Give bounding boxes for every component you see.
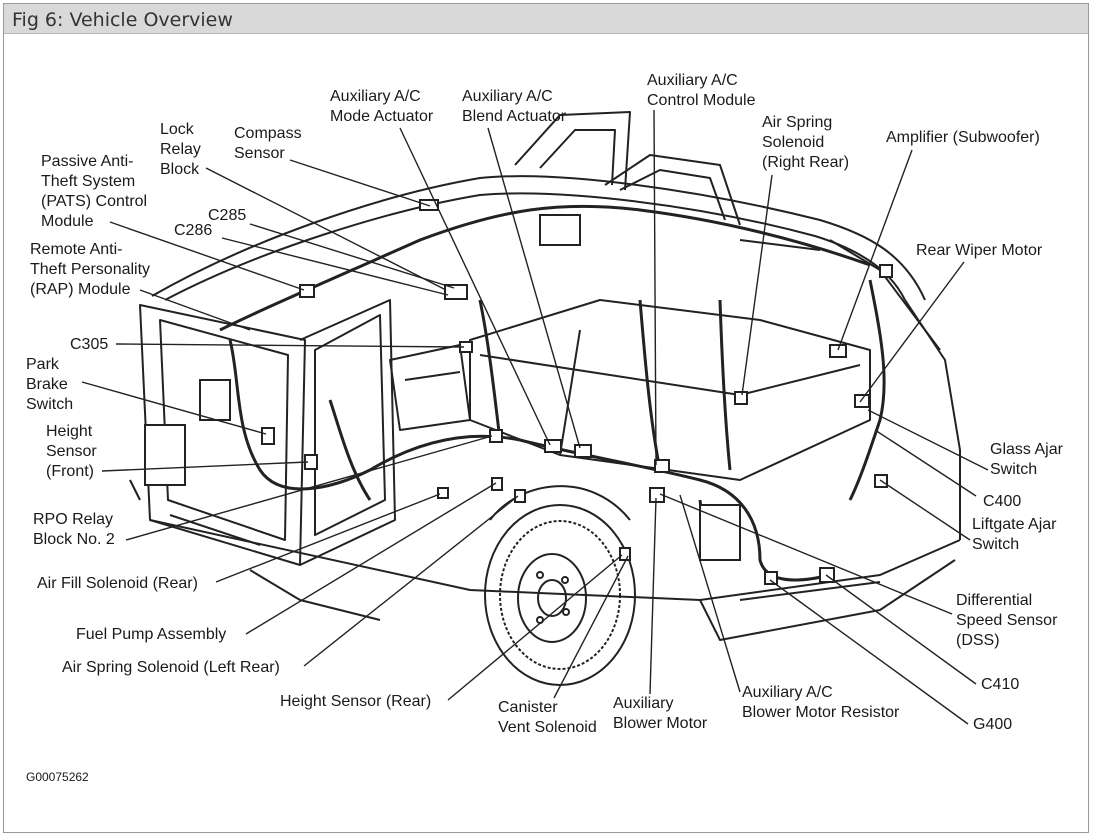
label-canister-vent-solenoid: Canister Vent Solenoid [498, 699, 597, 736]
label-c286: C286 [174, 222, 213, 239]
figure-title-bar: Fig 6: Vehicle Overview [4, 4, 1088, 34]
label-auxiliary-blower-motor: Auxiliary Blower Motor [613, 695, 708, 732]
label-rap-module: Remote Anti- Theft Personality (RAP) Mod… [30, 241, 151, 298]
figure-code: G00075262 [26, 770, 89, 784]
label-amplifier-subwoofer: Amplifier (Subwoofer) [886, 129, 1040, 146]
label-aux-ac-mode-actuator: Auxiliary A/C Mode Actuator [330, 88, 434, 125]
figure-frame [3, 3, 1089, 833]
label-aux-ac-blower-motor-resistor: Auxiliary A/C Blower Motor Resistor [742, 684, 900, 721]
label-air-fill-solenoid-rear: Air Fill Solenoid (Rear) [37, 575, 198, 592]
label-height-sensor-front: Height Sensor (Front) [46, 423, 97, 480]
label-rear-wiper-motor: Rear Wiper Motor [916, 242, 1043, 259]
label-c410: C410 [981, 676, 1020, 693]
label-aux-ac-control-module: Auxiliary A/C Control Module [647, 72, 756, 109]
label-height-sensor-rear: Height Sensor (Rear) [280, 693, 432, 710]
label-compass-sensor: Compass Sensor [234, 125, 302, 162]
label-aux-ac-blend-actuator: Auxiliary A/C Blend Actuator [462, 88, 567, 125]
label-liftgate-ajar-switch: Liftgate Ajar Switch [972, 516, 1057, 553]
label-c305: C305 [70, 336, 109, 353]
label-c285: C285 [208, 207, 247, 224]
leader-lines [81, 109, 989, 725]
label-air-spring-solenoid-left-rear: Air Spring Solenoid (Left Rear) [62, 659, 280, 676]
label-glass-ajar-switch: Glass Ajar Switch [990, 441, 1063, 478]
label-fuel-pump-assembly: Fuel Pump Assembly [76, 626, 227, 643]
label-differential-speed-sensor: Differential Speed Sensor (DSS) [956, 592, 1058, 649]
label-g400: G400 [973, 716, 1013, 733]
figure-title: Fig 6: Vehicle Overview [12, 9, 233, 31]
vehicle-body [129, 111, 961, 641]
label-air-spring-solenoid-right-rear: Air Spring Solenoid (Right Rear) [762, 114, 850, 171]
label-park-brake-switch: Park Brake Switch [26, 356, 74, 413]
label-pats-module: Passive Anti- Theft System (PATS) Contro… [41, 153, 148, 230]
label-lock-relay-block: Lock Relay Block [160, 121, 201, 178]
label-c400: C400 [983, 493, 1022, 510]
label-rpo-relay-block: RPO Relay Block No. 2 [33, 511, 115, 548]
